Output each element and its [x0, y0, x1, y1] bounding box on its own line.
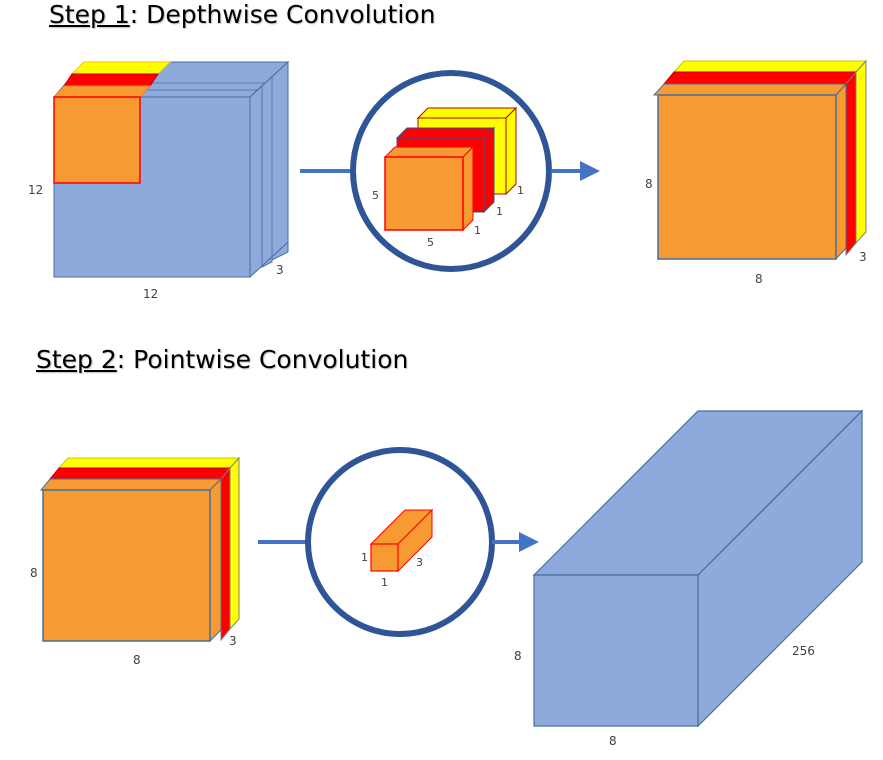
step2-kernel-width-label: 1 [381, 576, 388, 589]
step1-kernel-depth-front-label: 1 [474, 224, 481, 237]
step2-input-volume [39, 456, 241, 643]
step1-heading: Step 1: Depthwise Convolution [49, 0, 435, 29]
step1-kernel-depth-back-label: 1 [517, 184, 524, 197]
step2-kernel-height-label: 1 [361, 551, 368, 564]
step1-input-kernel-overlay [52, 61, 172, 184]
step2-kernel-depth-label: 3 [416, 556, 423, 569]
step1-output-width-label: 8 [755, 272, 763, 286]
step2-output-volume [532, 409, 864, 728]
step1-input-depth-label: 3 [276, 263, 284, 277]
step1-output-depth-label: 3 [859, 250, 867, 264]
step1-output-height-label: 8 [645, 177, 653, 191]
step1-input-width-label: 12 [143, 287, 158, 301]
step2-title: : Pointwise Convolution [116, 345, 409, 374]
step2-output-height-label: 8 [514, 649, 522, 663]
step2-input-width-label: 8 [133, 653, 141, 667]
step2-output-width-label: 8 [609, 734, 617, 748]
step2-input-depth-label: 3 [229, 634, 237, 648]
step1-kernel-width-label: 5 [427, 236, 434, 249]
step1-output-volume [652, 59, 868, 261]
step1-title: : Depthwise Convolution [129, 0, 436, 29]
step2-label: Step 2 [36, 345, 117, 374]
step1-kernel-depth-mid-label: 1 [496, 205, 503, 218]
step2-kernel [369, 508, 434, 573]
step1-kernel-stack [383, 106, 518, 232]
step1-input-height-label: 12 [28, 183, 43, 197]
step1-kernel-height-label: 5 [372, 189, 379, 202]
step1-label: Step 1 [49, 0, 130, 29]
step2-output-depth-label: 256 [792, 644, 815, 658]
step2-heading: Step 2: Pointwise Convolution [36, 345, 408, 374]
step2-input-height-label: 8 [30, 566, 38, 580]
